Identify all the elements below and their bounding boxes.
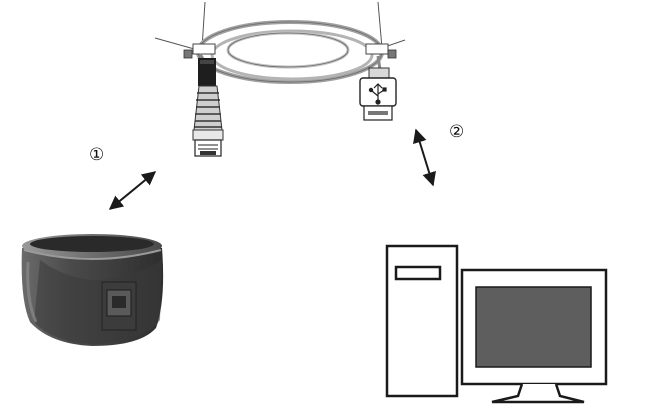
- charging-cradle-icon: [21, 234, 164, 346]
- usb-trident-icon: [368, 83, 387, 105]
- step-1-label: ①: [89, 145, 105, 165]
- drive-bay: [394, 265, 442, 281]
- step-2-label: ②: [449, 122, 465, 142]
- monitor-stand: [491, 383, 585, 404]
- monitor-screen: [475, 286, 592, 368]
- usb-plug-icon: [359, 67, 397, 121]
- rj45-plug-icon: [192, 58, 224, 157]
- desktop-computer-icon: [385, 244, 608, 404]
- step-2-arrow: [413, 128, 436, 187]
- step-1-arrow: [108, 171, 157, 210]
- coiled-cable-icon: [154, 1, 406, 84]
